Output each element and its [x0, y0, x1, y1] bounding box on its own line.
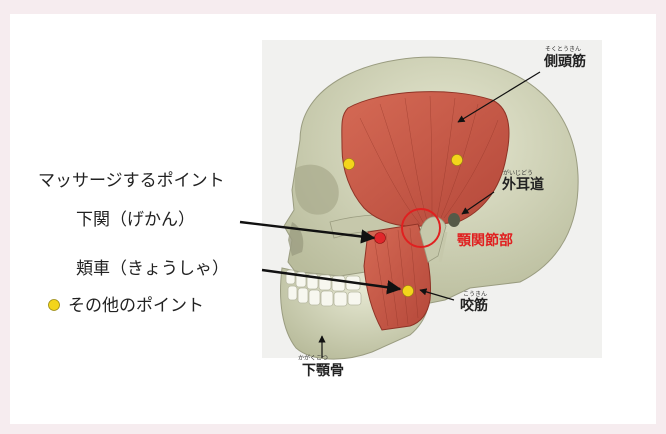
kyosha-point: [403, 286, 414, 297]
ear-canal-opening: [448, 213, 460, 227]
masseter-label: 咬筋: [460, 297, 488, 314]
ear-canal-reading: がいじどう: [503, 169, 533, 177]
temporalis-label: 側頭筋: [543, 53, 586, 70]
tmj-label: 顎関節部: [457, 232, 513, 249]
mandible-reading: かがくこつ: [298, 354, 328, 362]
temporalis-point-right: [452, 155, 463, 166]
ear-canal-label: 外耳道: [502, 176, 544, 193]
other-points-label: その他のポイント: [68, 296, 204, 316]
mandible-label: 下顎骨: [302, 362, 344, 379]
gekan-label: 下関（げかん）: [76, 210, 195, 230]
other-points-legend-dot: [49, 300, 60, 311]
massage-points-label: マッサージするポイント: [38, 171, 225, 191]
temporalis-reading: そくとうきん: [545, 46, 581, 53]
masseter-reading: こうきん: [463, 291, 487, 298]
kyosha-label: 頬車（きょうしゃ）: [76, 259, 229, 279]
gekan-point: [375, 233, 386, 244]
temporalis-point-left: [344, 159, 355, 170]
